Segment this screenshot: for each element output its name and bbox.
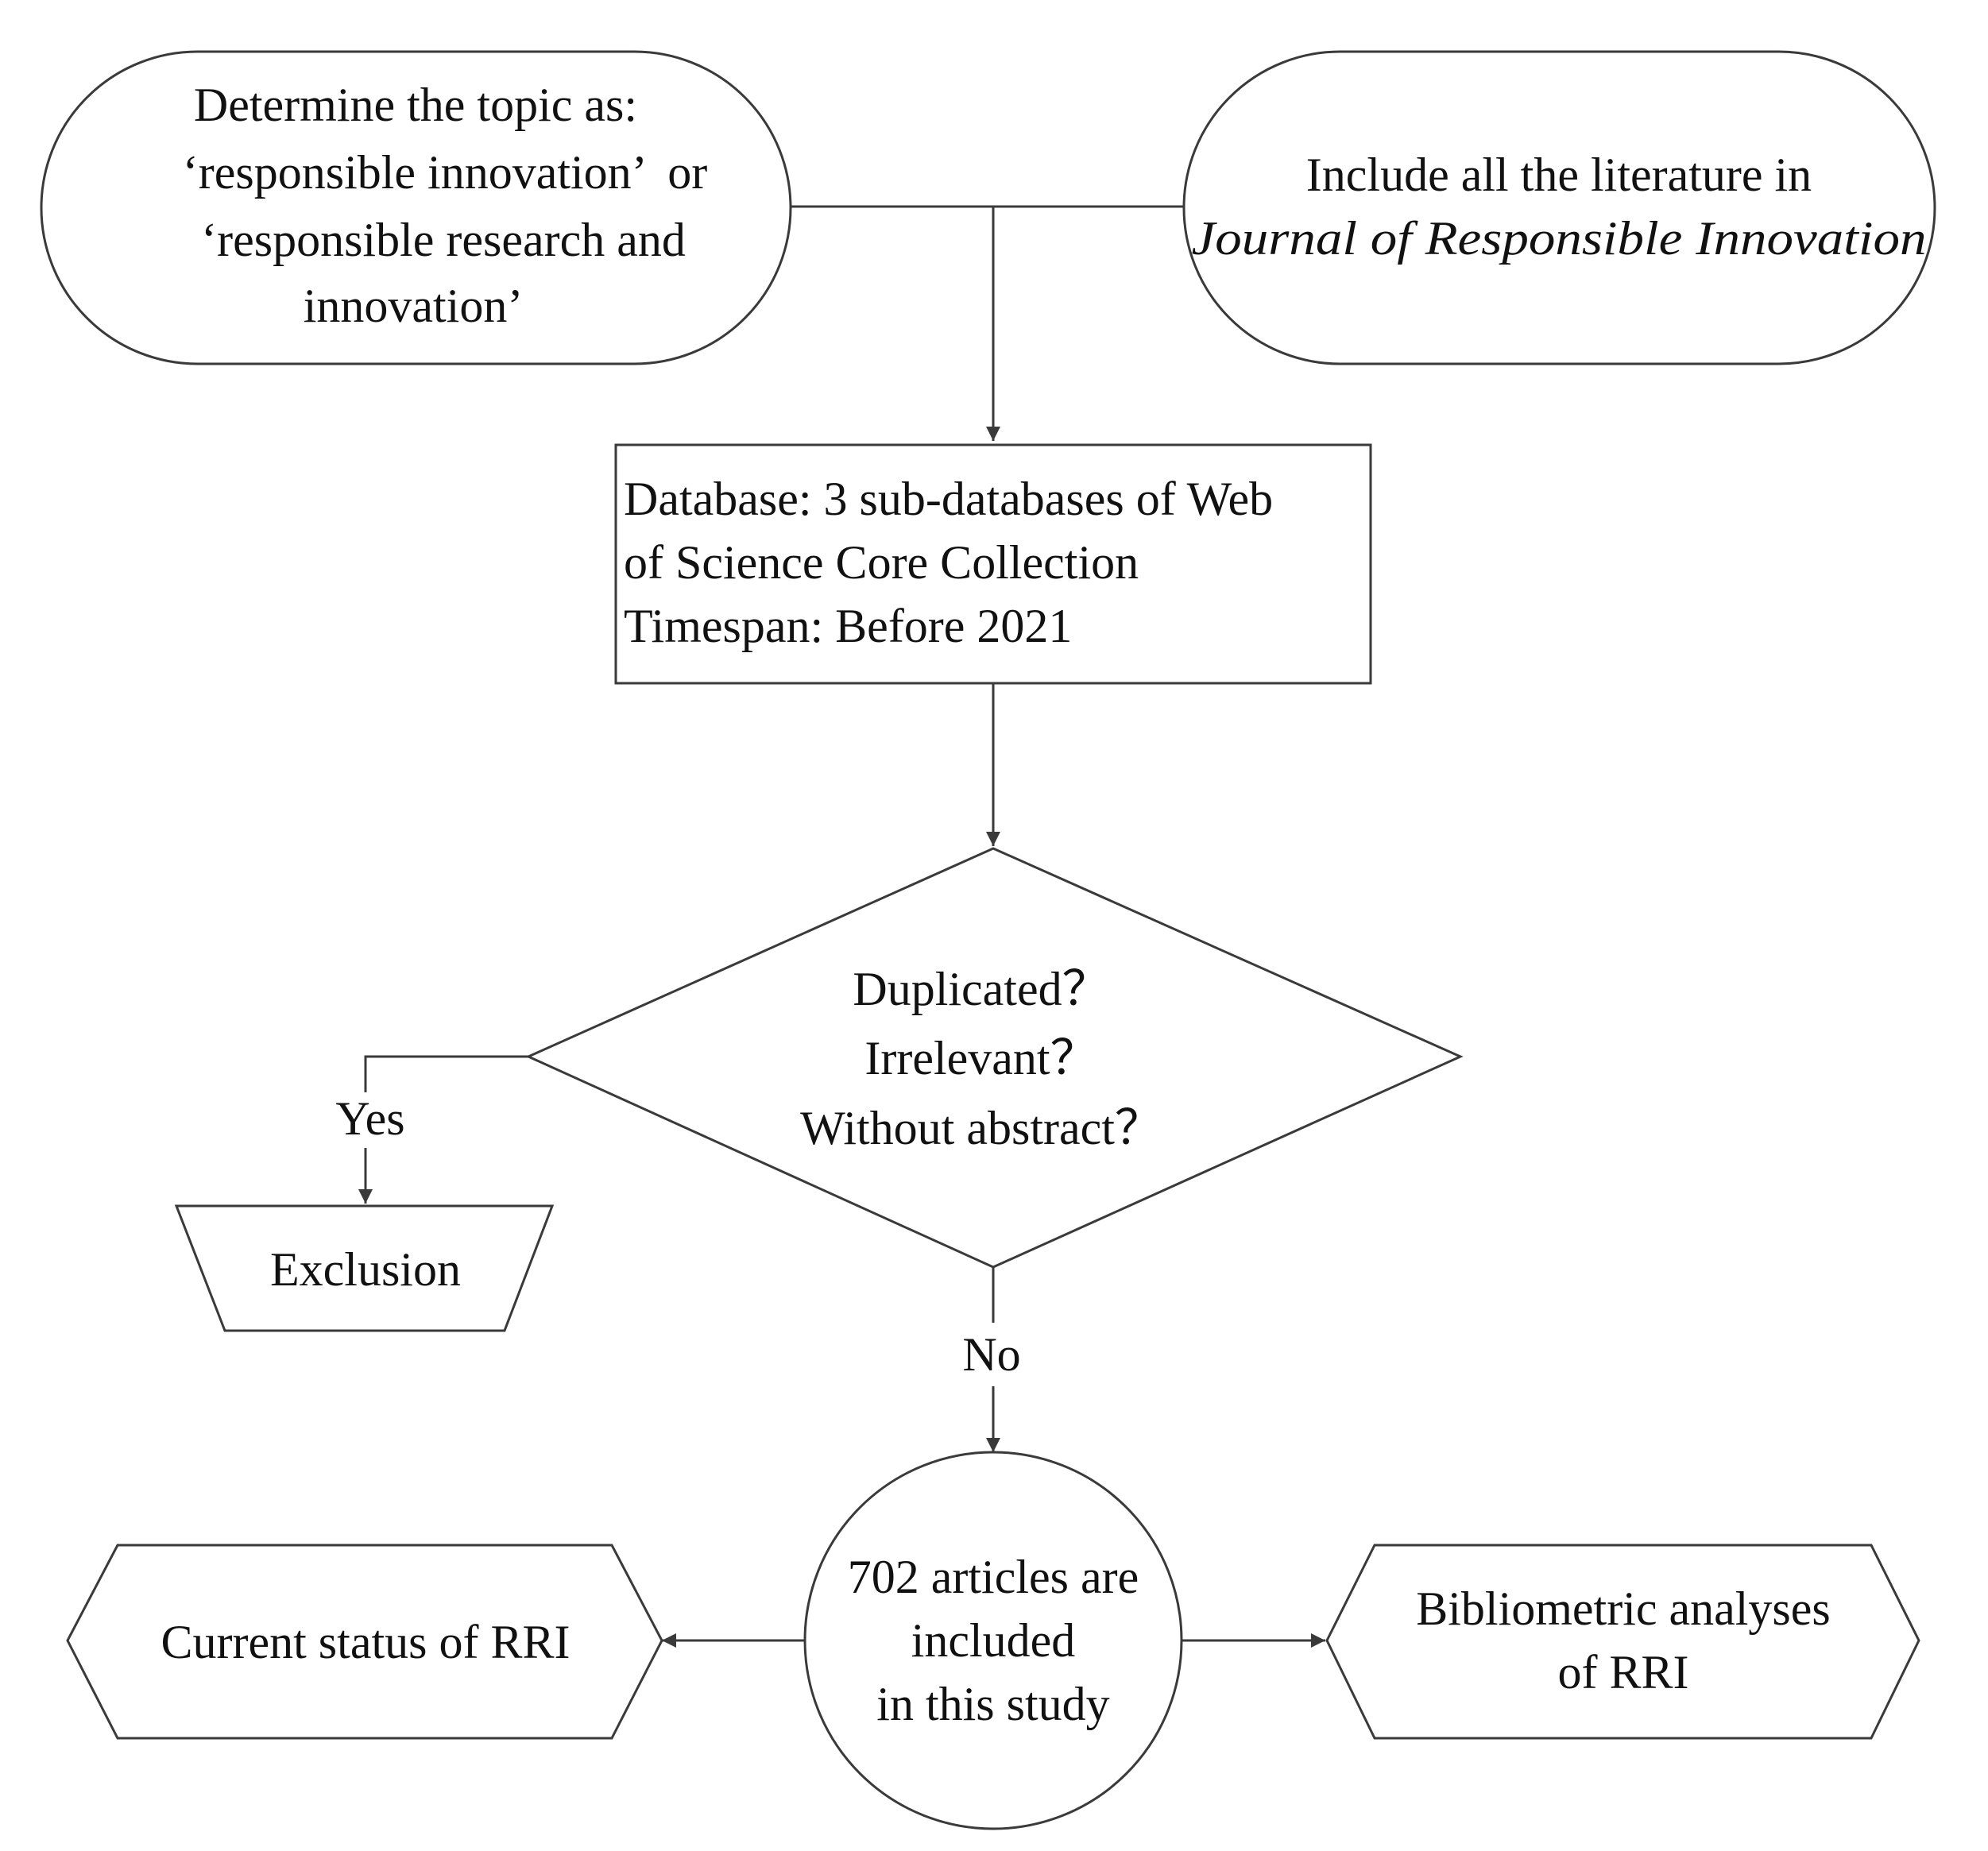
yes-label: Yes bbox=[335, 1092, 404, 1145]
journal-line-1: Include all the literature in bbox=[1306, 149, 1812, 201]
journal-terminator: Include all the literature in Journal of… bbox=[1182, 50, 1936, 365]
topic-line-2: ‘responsible innovation’ or bbox=[183, 146, 707, 199]
topic-terminator: Determine the topic as: ‘responsible inn… bbox=[40, 50, 792, 365]
exclusion-shape bbox=[174, 1204, 555, 1332]
decision-diamond-shape bbox=[525, 847, 1464, 1269]
included-node: 702 articles are included in this study bbox=[803, 1451, 1183, 1830]
bibliometric-line-1: Bibliometric analyses bbox=[1416, 1582, 1831, 1635]
included-line-1: 702 articles are bbox=[848, 1551, 1139, 1603]
included-line-2: included bbox=[911, 1614, 1076, 1667]
bibliometric-node: Bibliometric analyses of RRI bbox=[1325, 1544, 1920, 1740]
exclusion-label: Exclusion bbox=[270, 1243, 461, 1296]
current-status-shape bbox=[66, 1544, 663, 1740]
topic-terminator-shape bbox=[40, 50, 792, 365]
database-process-shape bbox=[614, 443, 1372, 685]
decision-line-1: Duplicated？ bbox=[853, 963, 1109, 1015]
included-circle-shape bbox=[803, 1451, 1183, 1830]
current-status-label: Current status of RRI bbox=[161, 1616, 570, 1668]
no-label: No bbox=[962, 1328, 1020, 1381]
database-line-1: Database: 3 sub-databases of Web bbox=[624, 473, 1273, 525]
topic-line-4: innovation’ bbox=[304, 280, 524, 332]
topic-line-1: Determine the topic as: bbox=[194, 79, 637, 131]
database-process: Database: 3 sub-databases of Web of Scie… bbox=[614, 443, 1372, 685]
included-line-3: in this study bbox=[876, 1678, 1109, 1730]
journal-terminator-shape bbox=[1182, 50, 1936, 365]
database-line-2: of Science Core Collection bbox=[624, 536, 1139, 589]
database-line-3: Timespan: Before 2021 bbox=[624, 600, 1072, 652]
decision-line-2: Irrelevant？ bbox=[864, 1032, 1097, 1084]
bibliometric-line-2: of RRI bbox=[1558, 1646, 1689, 1698]
decision-line-3: Without abstract？ bbox=[800, 1102, 1162, 1154]
bibliometric-shape bbox=[1325, 1544, 1920, 1740]
decision-diamond: Duplicated？ Irrelevant？ Without abstract… bbox=[525, 847, 1464, 1269]
journal-title: Journal of Responsible Innovation bbox=[1192, 212, 1927, 265]
connector-decision-to-yes bbox=[364, 1055, 528, 1092]
topic-line-3: ‘responsible research and bbox=[201, 214, 686, 266]
exclusion-node: Exclusion bbox=[174, 1204, 555, 1332]
connectors bbox=[358, 205, 1325, 1648]
current-status-node: Current status of RRI bbox=[66, 1544, 663, 1740]
